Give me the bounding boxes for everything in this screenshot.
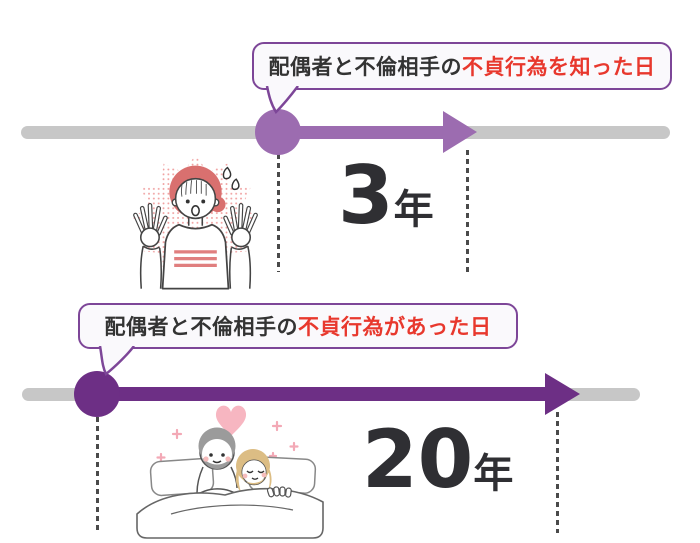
dashed-line-top-start	[277, 154, 280, 272]
duration-top-unit: 年	[393, 187, 434, 233]
bubble-occurred-date-text-red: 不貞行為があった日	[298, 315, 492, 339]
right-hand	[223, 203, 258, 248]
woman	[235, 449, 272, 492]
blanket	[136, 487, 324, 539]
timeline-range-top	[278, 126, 443, 139]
timeline-arrowhead-top	[443, 111, 477, 153]
bubble-known-date-text-red: 不貞行為を知った日	[462, 55, 656, 79]
duration-top-value: 3	[338, 149, 394, 242]
duration-bottom-unit: 年	[473, 451, 514, 497]
duration-bottom: 20年	[362, 420, 513, 500]
heart-icon	[215, 405, 247, 436]
woman-hand	[266, 486, 292, 498]
duration-top: 3年	[338, 156, 434, 236]
timeline-arrowhead-bottom	[545, 373, 580, 415]
timeline-start-dot-top	[255, 109, 301, 155]
couple-in-bed-illustration	[136, 405, 324, 539]
sweat-drop	[231, 178, 240, 191]
dashed-line-top-end	[466, 150, 469, 272]
timeline-start-dot-bottom	[74, 371, 120, 417]
dashed-line-bottom-start	[96, 417, 99, 533]
bubble-known-date-tail	[265, 86, 299, 114]
bubble-occurred-date: 配偶者と不倫相手の不貞行為があった日	[78, 303, 518, 349]
bubble-occurred-date-text-black: 配偶者と不倫相手の	[104, 315, 298, 339]
shocked-woman-illustration	[131, 154, 260, 290]
bubble-known-date: 配偶者と不倫相手の不貞行為を知った日	[252, 42, 672, 90]
left-hand	[133, 203, 168, 248]
bubble-known-date-text-black: 配偶者と不倫相手の	[268, 55, 462, 79]
bubble-occurred-date-tail	[98, 346, 135, 376]
dashed-line-bottom-end	[556, 412, 559, 533]
duration-bottom-value: 20	[362, 413, 474, 506]
sweat-drop	[222, 166, 232, 180]
timeline-range-bottom	[97, 387, 545, 401]
